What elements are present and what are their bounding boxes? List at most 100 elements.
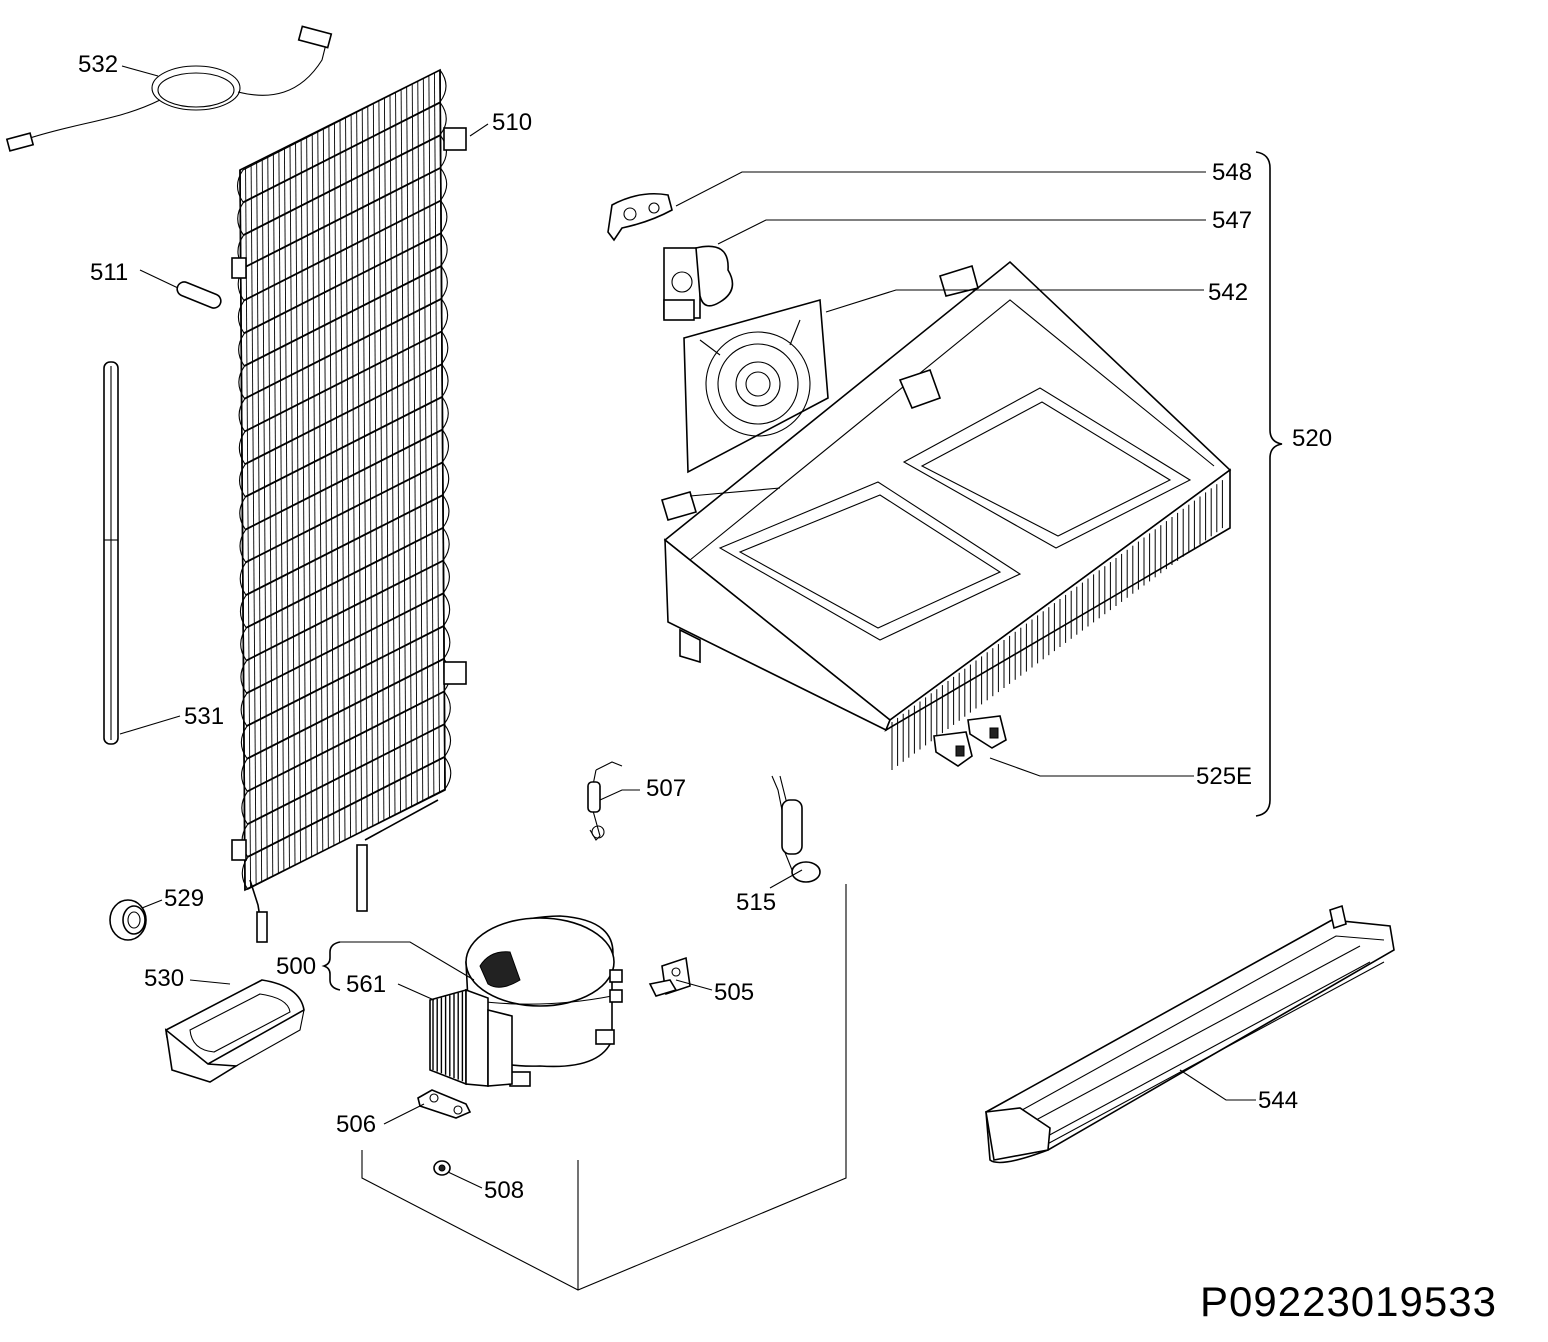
condenser-wire [428,75,435,796]
condenser-wire [395,92,402,813]
part-508-nut [433,1160,451,1176]
part-532-sensor-cable [5,25,333,152]
condenser-wire [322,128,329,849]
condenser-wire [317,131,324,852]
condenser-wire [361,108,368,829]
condenser-tube-loop [241,691,451,825]
label-529: 529 [164,885,204,912]
condenser-wire [283,147,290,868]
label-542: 542 [1208,279,1248,306]
condenser-tube-loop [240,527,450,661]
condenser-tube-loop [238,363,449,498]
condenser-tube-loop [241,756,452,890]
condenser-wire [350,114,357,835]
condenser-tube-loop [237,167,448,301]
label-561: 561 [346,971,386,998]
condenser-tube-loop [237,102,447,236]
condenser-wire [400,89,407,810]
condenser-wire [250,164,257,885]
condenser-wire [261,158,268,879]
condenser-wire [367,106,374,827]
condenser-wire [411,83,418,804]
part-525E-connectors [933,715,1007,767]
part-561-starter [429,988,513,1087]
label-531: 531 [184,703,224,730]
condenser-tube-loop [240,560,450,694]
part-520-evaporator-housing [661,260,1232,770]
condenser-tube-loop [239,462,450,596]
condenser-wire [272,153,279,874]
label-507: 507 [646,775,686,802]
condenser-wire [267,156,274,877]
label-508: 508 [484,1177,524,1204]
label-548: 548 [1212,159,1252,186]
label-500: 500 [276,953,316,980]
part-530-drain-tray [164,979,305,1083]
condenser-wire [389,94,396,816]
part-547-fan-motor [663,245,734,321]
condenser-tube-loop [237,200,448,334]
condenser-wire [278,150,285,871]
condenser-tube-loop [239,396,449,530]
evaporator-fins [891,480,1223,770]
label-547: 547 [1212,207,1252,234]
condenser-wire [306,136,313,857]
part-529-grommet [109,899,147,941]
label-510: 510 [492,109,532,136]
part-labels: 532 510 511 531 548 547 542 520 525E 507… [78,51,1332,1204]
condenser-tube-loop [239,494,450,629]
part-505-clip [648,956,691,997]
drawing-code: P09223019533 [1200,1278,1497,1325]
label-525E: 525E [1196,763,1252,790]
condenser-wire [345,117,352,838]
part-531-rod [103,361,119,745]
condenser-tube-loop [238,232,448,367]
bracket-520 [1255,151,1283,817]
label-530: 530 [144,965,184,992]
condenser-wire [328,125,335,846]
condenser-tube-loop [238,265,448,400]
label-511: 511 [90,259,128,286]
condenser-tube-loop [239,429,450,563]
condenser-wire [422,78,429,799]
condenser-wire [333,122,340,843]
condenser-wire [256,161,263,882]
condenser-tubes [236,69,452,890]
part-542-fan-cover [683,298,829,474]
condenser-wire [406,86,413,807]
label-532: 532 [78,51,118,78]
label-506: 506 [336,1111,376,1138]
label-544: 544 [1258,1087,1298,1114]
condenser-wire [417,81,424,802]
condenser-wire [311,133,318,854]
compressor-group-frame [361,884,847,1291]
leader-lines [119,65,1256,1189]
part-506-plate [417,1089,472,1119]
condenser-tube-loop [238,298,449,432]
condenser-wire [433,72,440,793]
part-548-fan-bracket [607,192,673,242]
condenser-wire [356,111,363,832]
condenser-wires [245,72,440,888]
part-544-handle [985,904,1395,1164]
condenser-wire [372,103,379,824]
condenser-tube-loop [241,723,452,858]
bracket-500 [321,941,341,991]
condenser-wire [289,144,296,866]
condenser-wire [378,100,385,821]
part-515-heater [771,775,821,883]
label-520: 520 [1292,425,1332,452]
label-515: 515 [736,889,776,916]
condenser-wire [245,167,252,888]
condenser-tube-loop [236,69,447,203]
condenser-wire [383,97,390,818]
condenser-tube-loop [240,625,451,760]
part-511-filter [176,281,222,309]
label-505: 505 [714,979,754,1006]
part-510-condenser [231,68,467,943]
condenser-tube-loop [240,592,451,727]
starter-ribs [432,991,464,1082]
condenser-wire [300,139,307,860]
condenser-tube-loop [238,331,449,465]
